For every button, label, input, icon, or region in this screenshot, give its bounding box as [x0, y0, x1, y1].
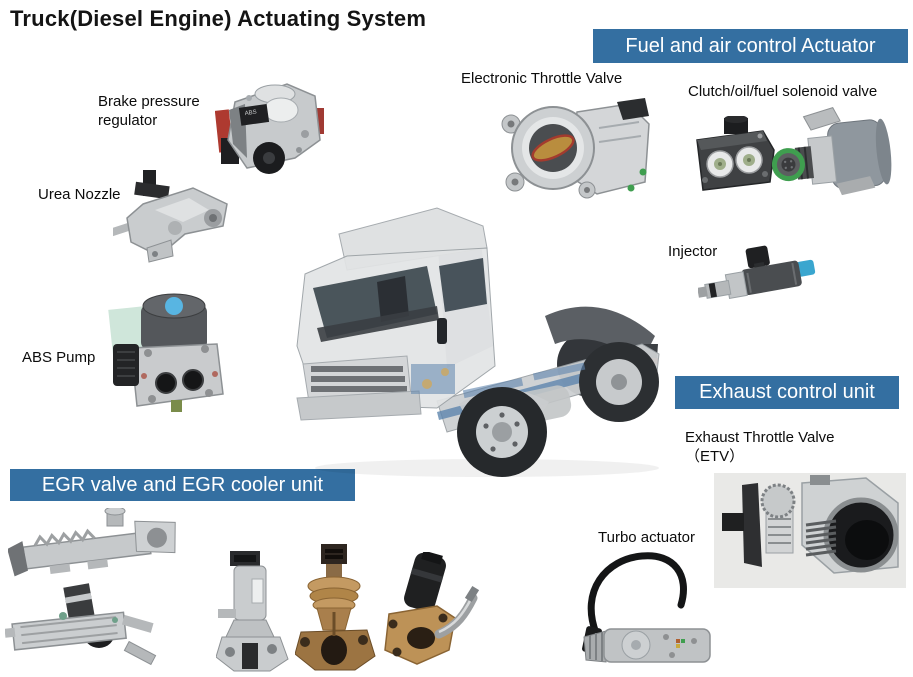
banner-exhaust-control: Exhaust control unit: [675, 376, 899, 409]
solenoid-valve-image: [772, 106, 892, 208]
clutch-solenoid-block-image: [693, 116, 777, 204]
electronic-throttle-valve-icon: [501, 98, 650, 199]
electronic-throttle-valve-image: [499, 94, 653, 204]
label-electronic-throttle-valve: Electronic Throttle Valve: [461, 70, 623, 87]
egr-valve-silver-image: [216, 551, 292, 677]
truck-cutaway-image: [287, 196, 667, 481]
egr-cooler-top-image: [8, 508, 183, 586]
abs-pump-image: [103, 286, 230, 414]
egr-valve-silver-icon: [216, 551, 289, 672]
egr-cooler-bottom-image: [5, 578, 173, 672]
page-title: Truck(Diesel Engine) Actuating System: [10, 6, 427, 31]
urea-nozzle-icon: [113, 170, 228, 263]
banner-egr: EGR valve and EGR cooler unit: [10, 469, 355, 501]
label-abs-pump: ABS Pump: [22, 349, 96, 366]
label-etv-line2: （ETV）: [685, 447, 745, 465]
label-etv-line1: Exhaust Throttle Valve: [685, 429, 835, 446]
injector-icon: [698, 245, 816, 300]
label-turbo-actuator: Turbo actuator: [598, 529, 695, 546]
exhaust-throttle-valve-icon: [714, 473, 906, 588]
abs-badge-text: ABS: [244, 109, 257, 117]
label-urea-nozzle: Urea Nozzle: [38, 186, 121, 203]
label-brake-pressure-regulator: Brake pressure regulator: [98, 93, 200, 129]
label-exhaust-throttle-valve: Exhaust Throttle Valve （ETV）: [685, 429, 835, 467]
banner-exhaust-label: Exhaust control unit: [699, 381, 875, 403]
egr-cooler-bottom-icon: [5, 583, 157, 666]
label-injector: Injector: [668, 243, 718, 260]
urea-nozzle-image: [113, 170, 235, 264]
egr-valve-pipe-icon: [384, 552, 480, 665]
brake-pressure-regulator-image: ABS: [215, 78, 327, 180]
banner-fuel-air-control: Fuel and air control Actuator: [593, 29, 908, 63]
truck-cutaway-icon: [296, 207, 660, 477]
egr-cooler-top-icon: [8, 508, 176, 577]
label-clutch-solenoid-valve: Clutch/oil/fuel solenoid valve: [688, 83, 878, 100]
turbo-actuator-icon: [582, 552, 711, 663]
turbo-actuator-image: [576, 545, 714, 665]
clutch-solenoid-block-icon: [696, 116, 775, 191]
abs-pump-icon: [108, 293, 224, 412]
solenoid-valve-icon: [772, 107, 892, 196]
banner-egr-label: EGR valve and EGR cooler unit: [41, 473, 324, 496]
brake-pressure-regulator-icon: ABS: [215, 83, 324, 174]
egr-valve-pipe-image: [377, 552, 481, 672]
egr-valve-bronze-icon: [295, 544, 376, 671]
exhaust-throttle-valve-image: [714, 473, 906, 588]
banner-fuel-air-label: Fuel and air control Actuator: [625, 34, 876, 57]
egr-valve-bronze-image: [295, 544, 377, 674]
injector-image: [698, 243, 822, 331]
